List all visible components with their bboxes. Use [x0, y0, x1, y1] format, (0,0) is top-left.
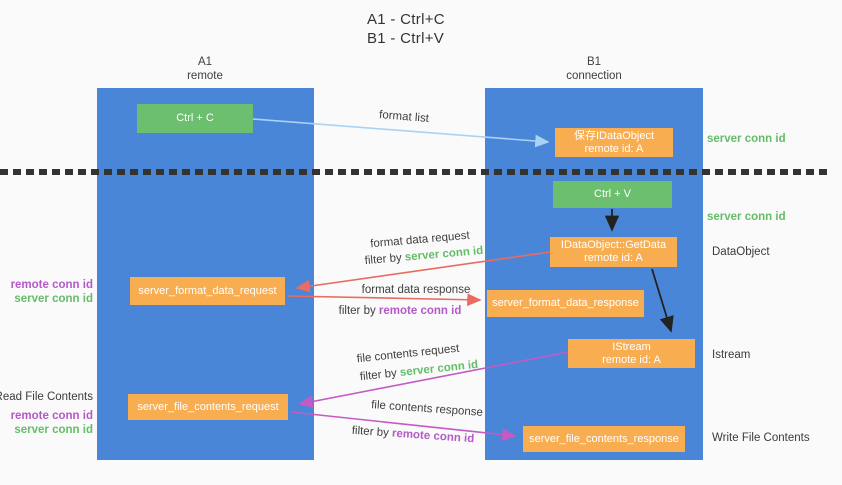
annotation-dataobject: DataObject [712, 246, 770, 258]
getdata-title: IDataObject::GetData [560, 239, 667, 251]
server-file-contents-response-label: server_file_contents_response [529, 432, 679, 445]
server-format-data-response-box: server_format_data_response [487, 290, 644, 317]
column-b1-subtitle: connection [566, 70, 622, 82]
format-data-response-arrow [286, 293, 482, 307]
server-format-data-response-label: server_format_data_response [492, 297, 639, 309]
getdata-to-istream-arrow [651, 268, 674, 333]
label-filter-by-remote-conn-id-2: filter by remote conn id [339, 305, 462, 317]
annotation-conn-ids-bottom: remote conn id server conn id [11, 409, 93, 437]
annotation-remote-conn-id-bottom: remote conn id [10, 410, 93, 422]
file-contents-response-arrow [290, 411, 517, 441]
istream-subtitle: remote id: A [602, 353, 661, 366]
annotation-server-conn-id-top: server conn id [707, 133, 786, 145]
format-list-arrow [252, 118, 550, 148]
ctrl-c-label: Ctrl + C [176, 112, 214, 124]
annotation-conn-ids-top: remote conn id server conn id [11, 278, 93, 306]
column-header-a1: A1 remote [145, 55, 265, 83]
annotation-server-conn-id-left-bottom: server conn id [14, 424, 93, 436]
annotation-read-file-contents: Read File Contents [0, 391, 93, 403]
dotted-separator-line [0, 169, 829, 175]
ctrl-c-box: Ctrl + C [137, 104, 253, 133]
server-file-contents-request-box: server_file_contents_request [128, 394, 288, 420]
save-idataobject-box: 保存IDataObject remote id: A [555, 128, 673, 157]
server-file-contents-response-box: server_file_contents_response [523, 426, 685, 452]
filter-prefix-2: filter by [338, 305, 379, 317]
server-format-data-request-label: server_format_data_request [138, 284, 277, 297]
server-format-data-request-box: server_format_data_request [130, 277, 285, 305]
filter-value-2: remote conn id [378, 305, 462, 317]
annotation-write-file-contents: Write File Contents [712, 432, 810, 444]
annotation-remote-conn-id-top: remote conn id [10, 279, 93, 291]
save-idataobject-title: 保存IDataObject [573, 129, 655, 142]
save-idataobject-subtitle: remote id: A [584, 142, 644, 155]
getdata-subtitle: remote id: A [584, 252, 643, 264]
file-contents-request-arrow [298, 351, 569, 408]
column-a1-subtitle: remote [187, 70, 223, 82]
diagram-title: A1 - Ctrl+C B1 - Ctrl+V [367, 10, 445, 48]
ctrl-v-box: Ctrl + V [553, 181, 672, 208]
title-line-b1: B1 - Ctrl+V [367, 30, 445, 47]
istream-box: IStream remote id: A [568, 339, 695, 368]
column-header-b1: B1 connection [534, 55, 654, 83]
server-file-contents-request-label: server_file_contents_request [137, 400, 279, 413]
title-line-a1: A1 - Ctrl+C [367, 11, 445, 28]
ctrl-v-label: Ctrl + V [594, 188, 631, 200]
annotation-server-conn-id-left-top: server conn id [14, 293, 93, 305]
idataobject-getdata-box: IDataObject::GetData remote id: A [550, 237, 677, 267]
istream-title: IStream [612, 340, 651, 353]
annotation-server-conn-id-mid: server conn id [707, 211, 786, 223]
format-data-request-arrow [295, 251, 551, 293]
annotation-istream: Istream [712, 349, 751, 361]
column-a1-name: A1 [197, 56, 213, 68]
label-format-data-response: format data response [361, 284, 471, 296]
column-b1-name: B1 [586, 56, 602, 68]
